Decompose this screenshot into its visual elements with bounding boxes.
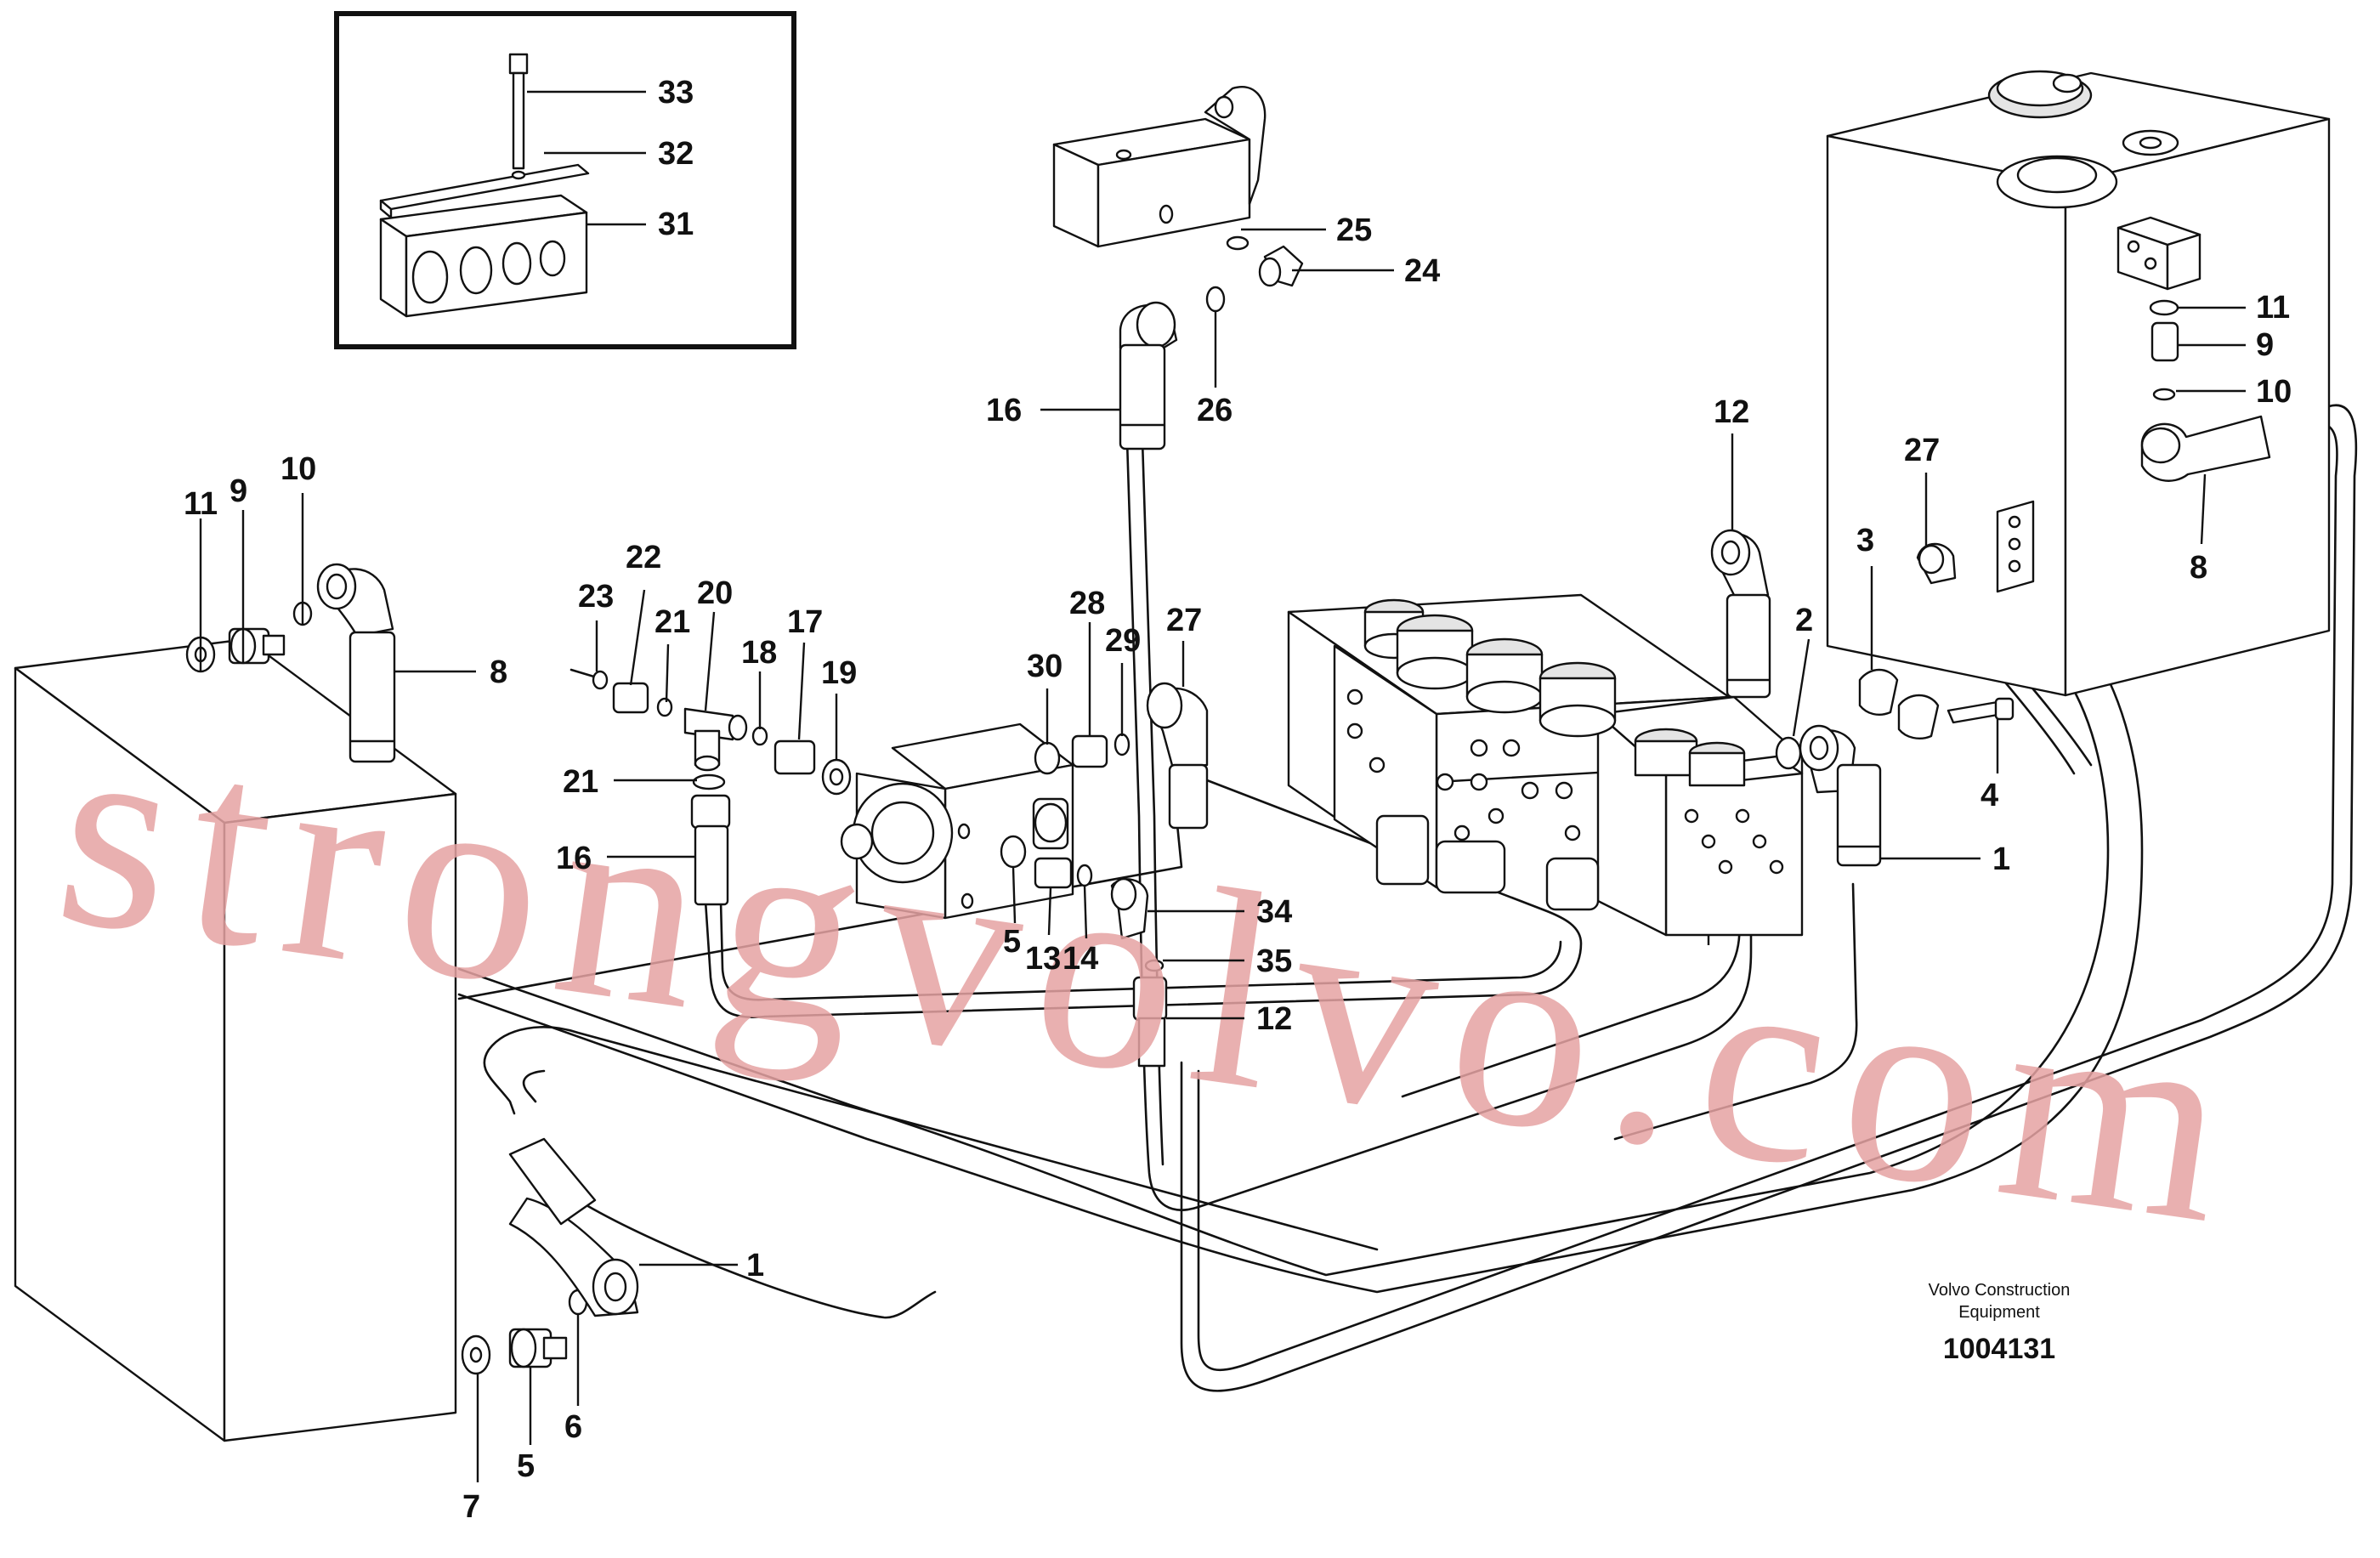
callout-35: 35: [1256, 943, 1292, 979]
callout-31: 31: [658, 207, 694, 242]
caption-block: Volvo Construction Equipment 1004131: [1929, 1281, 2071, 1365]
hydraulic-tank: [1826, 70, 2331, 697]
callout-23: 23: [578, 579, 614, 615]
motor-center: [840, 682, 1209, 1068]
callout-13: 13: [1025, 941, 1061, 977]
callout-25: 25: [1336, 212, 1372, 248]
fitting-12-right: [1710, 529, 1771, 699]
callout-32: 32: [658, 136, 694, 172]
callout-30: 30: [1027, 649, 1062, 684]
callout-1-left: 1: [746, 1248, 764, 1283]
fitting-cluster-right: [1775, 668, 2014, 867]
callout-16-left: 16: [556, 841, 592, 876]
callout-11-right: 11: [2256, 290, 2290, 326]
pipe-network: [366, 404, 2358, 1392]
callout-9-right: 9: [2256, 327, 2274, 363]
caption-line-2: Equipment: [1958, 1303, 2040, 1322]
callout-27-center: 27: [1166, 603, 1202, 638]
callout-26: 26: [1197, 393, 1232, 428]
callout-5-center: 5: [1003, 924, 1021, 960]
callouts: 33 32 31 25 24 26 16 11 9 10 8 12 27 3 2: [184, 75, 2292, 1525]
callout-12-center: 12: [1256, 1001, 1292, 1037]
callout-21-left: 21: [563, 764, 598, 800]
callout-11-left: 11: [184, 486, 218, 522]
bolt: [508, 53, 529, 170]
callout-12-top: 12: [1714, 394, 1749, 430]
callout-1-right: 1: [1992, 841, 2010, 877]
callout-10-left: 10: [280, 451, 316, 487]
callout-10-right: 10: [2256, 374, 2292, 410]
clamp-block: [379, 194, 588, 318]
port-holes: [1346, 688, 1784, 875]
callout-16-top: 16: [986, 393, 1022, 428]
callout-22: 22: [626, 540, 661, 575]
oil-cooler: [14, 637, 457, 1442]
callout-14: 14: [1062, 941, 1098, 977]
cooler-top-fittings: [185, 563, 396, 763]
callout-33: 33: [658, 75, 694, 110]
callout-3: 3: [1856, 523, 1874, 558]
callout-29: 29: [1105, 623, 1141, 659]
callout-8-left: 8: [490, 654, 507, 690]
callout-9-left: 9: [230, 473, 247, 509]
callout-34: 34: [1256, 894, 1292, 930]
tee-fittings: [570, 668, 852, 906]
valve-block-top: [1052, 86, 1304, 450]
callout-6: 6: [564, 1409, 582, 1445]
caption-line-1: Volvo Construction: [1929, 1281, 2071, 1300]
callout-2: 2: [1795, 603, 1813, 638]
callout-28: 28: [1069, 586, 1105, 621]
callout-4: 4: [1980, 778, 1998, 813]
callout-7: 7: [462, 1489, 480, 1525]
clamp-plate: [379, 163, 590, 219]
drawing-number: 1004131: [1943, 1333, 2055, 1365]
callout-20: 20: [697, 575, 733, 611]
callout-27-right: 27: [1904, 433, 1940, 468]
inset-box: [334, 11, 796, 349]
callout-21-top: 21: [654, 604, 690, 640]
callout-5-bottom: 5: [517, 1448, 535, 1484]
control-valve: [1287, 593, 1804, 937]
callout-18: 18: [741, 635, 777, 671]
callout-19: 19: [821, 655, 857, 691]
callout-24: 24: [1404, 253, 1440, 289]
callout-17: 17: [787, 604, 823, 640]
cooler-bottom-fittings: [461, 1137, 639, 1375]
callout-8-right: 8: [2190, 550, 2207, 586]
